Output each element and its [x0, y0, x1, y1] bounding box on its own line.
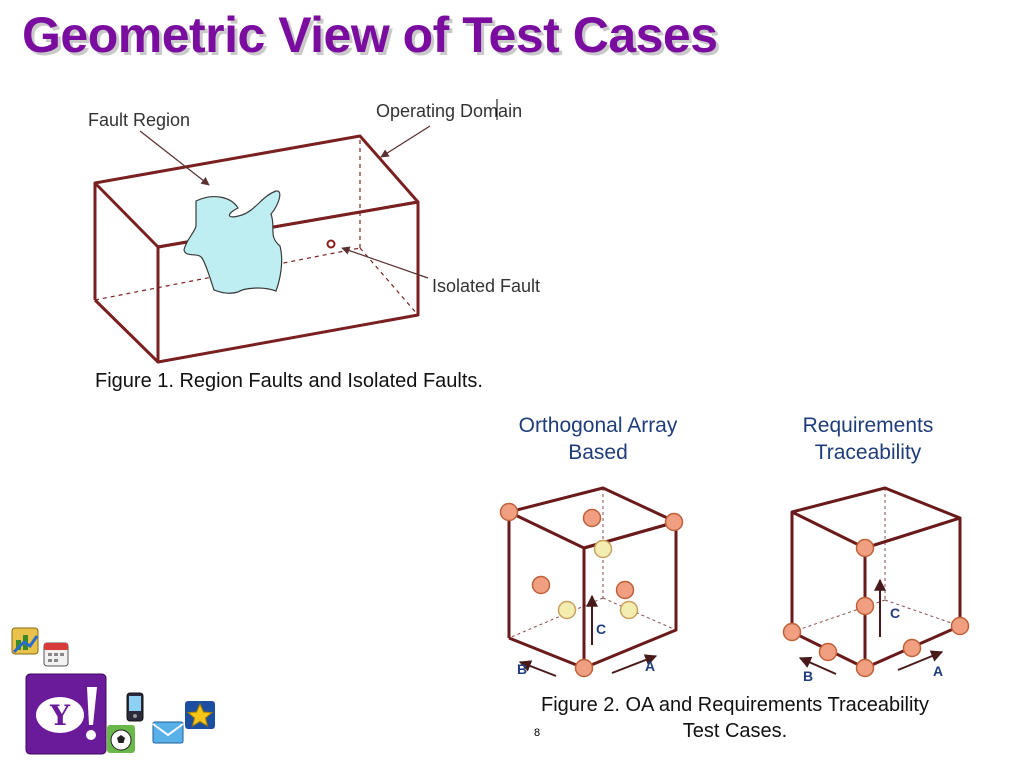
isolated-fault-point — [326, 239, 336, 249]
oa-cube — [499, 486, 684, 678]
oa-title-line2: Based — [568, 441, 628, 464]
rt-cube — [782, 486, 970, 678]
isolated-fault-label: Isolated Fault — [432, 276, 540, 296]
mail-icon[interactable] — [152, 718, 184, 746]
figure1-pointers — [139, 125, 431, 279]
page-number: 8 — [534, 727, 541, 739]
rt-axis-b-label: B — [803, 668, 813, 684]
figure2-caption-line1: Figure 2. OA and Requirements Traceabili… — [541, 694, 929, 716]
slide-title: Geometric View of Test Cases — [22, 7, 718, 63]
star-icon[interactable] — [184, 700, 216, 730]
rt-axis-a-label: A — [933, 663, 943, 679]
taskbar-icons: Y — [0, 620, 230, 768]
oa-axis-c-label: C — [596, 621, 606, 637]
oa-title-line1: Orthogonal Array — [519, 414, 678, 437]
yahoo-logo[interactable]: Y — [25, 673, 107, 755]
fault-region-shape — [183, 190, 283, 294]
figure1-caption: Figure 1. Region Faults and Isolated Fau… — [95, 370, 483, 392]
figure2-caption-line2: Test Cases. — [683, 720, 787, 742]
calendar-icon[interactable] — [42, 640, 70, 668]
fault-region-label: Fault Region — [88, 110, 190, 130]
chart-icon[interactable] — [10, 626, 40, 656]
operating-domain-label: Operating Domain — [376, 101, 522, 121]
phone-icon[interactable] — [121, 692, 149, 722]
soccer-icon[interactable] — [106, 724, 136, 754]
figure1-operating-domain-box — [93, 134, 420, 364]
oa-axis-b-label: B — [517, 661, 527, 677]
rt-title-line2: Traceability — [815, 441, 922, 464]
oa-axis-a-label: A — [645, 658, 655, 674]
svg-text:Y: Y — [49, 699, 71, 732]
rt-axis-c-label: C — [890, 605, 900, 621]
rt-title-line1: Requirements — [803, 414, 934, 437]
